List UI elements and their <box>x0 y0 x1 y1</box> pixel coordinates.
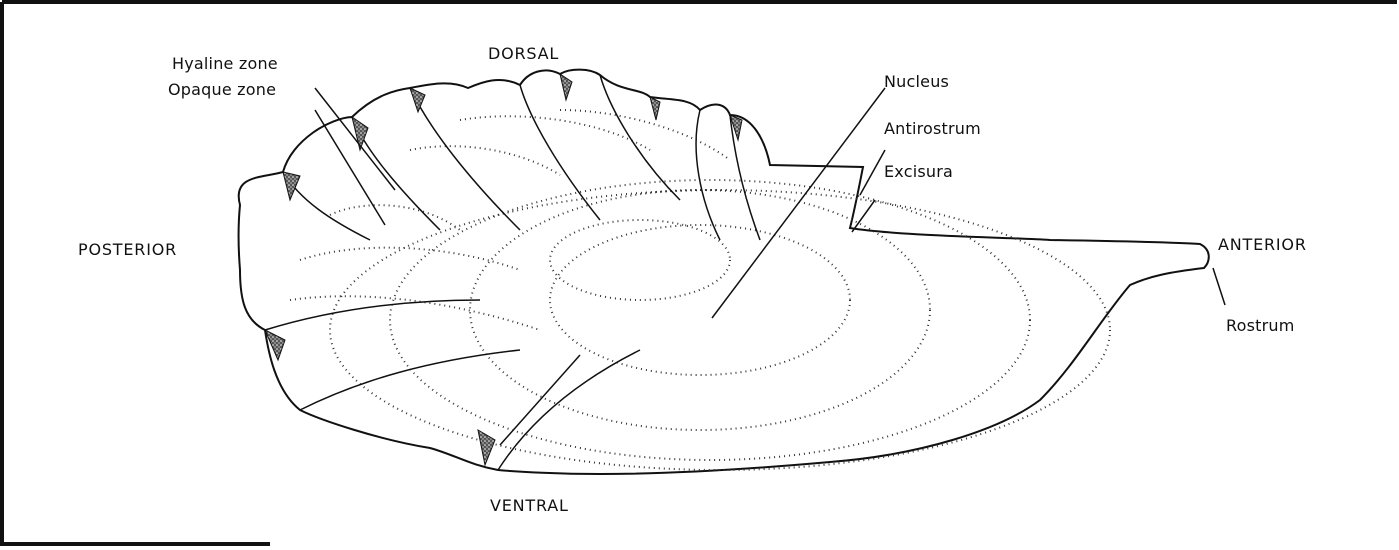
otolith-outline <box>239 70 1209 474</box>
label-anterior: ANTERIOR <box>1218 235 1307 254</box>
leader-antirostrum <box>860 150 885 195</box>
label-ventral: VENTRAL <box>490 496 569 515</box>
label-antirostrum: Antirostrum <box>884 119 981 138</box>
label-hyaline-zone: Hyaline zone <box>172 54 278 73</box>
label-opaque-zone: Opaque zone <box>168 80 276 99</box>
label-excisura: Excisura <box>884 162 953 181</box>
leader-rostrum <box>1213 268 1225 305</box>
label-nucleus: Nucleus <box>884 72 949 91</box>
label-dorsal: DORSAL <box>488 44 559 63</box>
label-rostrum: Rostrum <box>1226 316 1295 335</box>
label-posterior: POSTERIOR <box>78 240 177 259</box>
